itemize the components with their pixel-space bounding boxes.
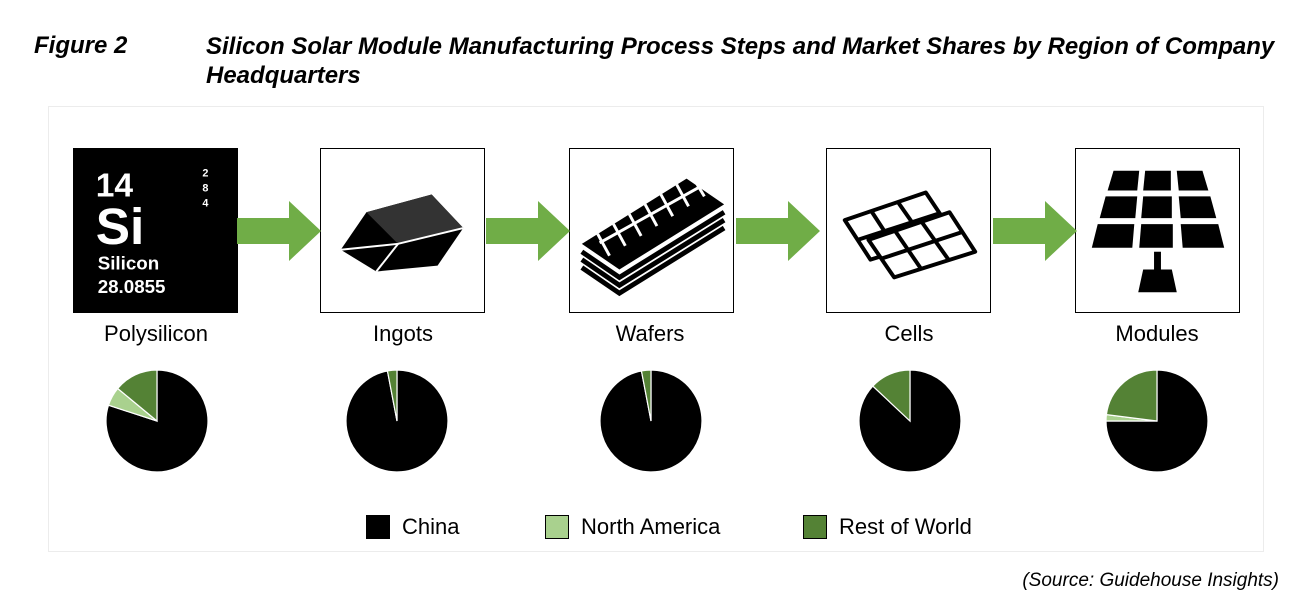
- legend-swatch-north-america: [545, 515, 569, 539]
- wafer-icon-box: [569, 148, 734, 313]
- step-label-modules: Modules: [1115, 321, 1199, 346]
- step-label-ingots: Ingots: [373, 321, 433, 346]
- pie-wafers: [599, 369, 703, 473]
- legend-label-rest-of-world: Rest of World: [839, 514, 972, 539]
- pie-slice-modules-rest-of-world: [1105, 369, 1158, 422]
- pie-polysilicon: [105, 369, 209, 473]
- pie-slice-wafers-rest-of-world: [640, 369, 652, 422]
- silicon-element-svg: 14 Si Silicon 28.0855 2 8 4: [96, 167, 209, 297]
- electron-shell-2: 8: [202, 182, 208, 194]
- pie-slice-polysilicon-rest-of-world: [116, 369, 158, 423]
- figure-title: Silicon Solar Module Manufacturing Proce…: [206, 33, 1275, 89]
- atomic-number: 14: [96, 167, 134, 204]
- ingot-icon: [340, 194, 464, 273]
- step-label-polysilicon: Polysilicon: [104, 321, 208, 346]
- legend-swatch-rest-of-world: [803, 515, 827, 539]
- cells-icon-box: [826, 148, 991, 313]
- legend-item-china: China: [366, 512, 459, 542]
- cells-icon: [842, 190, 978, 280]
- process-arrow-1: [237, 201, 321, 261]
- wafer-icon: [580, 175, 726, 297]
- silicon-element-tile: 14 Si Silicon 28.0855 2 8 4: [73, 148, 238, 313]
- legend-label-china: China: [402, 514, 460, 539]
- solar-panel-icon: [1091, 170, 1225, 293]
- element-name: Silicon: [98, 253, 159, 274]
- process-arrow-2: [486, 201, 570, 261]
- pie-ingots: [345, 369, 449, 473]
- element-symbol: Si: [96, 198, 145, 255]
- ingot-icon-box: [320, 148, 485, 313]
- legend-label-north-america: North America: [581, 514, 721, 539]
- pie-slice-ingots-rest-of-world: [386, 369, 398, 422]
- process-arrow-3: [736, 201, 820, 261]
- modules-icon-box: [1075, 148, 1240, 313]
- pie-slice-cells-rest-of-world: [871, 369, 911, 423]
- figure-label: Figure 2: [34, 32, 128, 59]
- electron-shell-1: 2: [202, 168, 208, 180]
- atomic-mass: 28.0855: [98, 276, 166, 297]
- step-label-cells: Cells: [884, 321, 934, 346]
- legend-item-north-america: North America: [545, 512, 720, 542]
- source-note: (Source: Guidehouse Insights): [1022, 570, 1279, 591]
- pie-cells: [858, 369, 962, 473]
- pie-modules: [1105, 369, 1209, 473]
- pie-slice-polysilicon-china: [105, 369, 209, 473]
- step-label-wafers: Wafers: [615, 321, 685, 346]
- process-arrow-4: [993, 201, 1077, 261]
- legend-swatch-china: [366, 515, 390, 539]
- pie-slice-modules-china: [1105, 369, 1209, 473]
- electron-shell-3: 4: [202, 197, 208, 209]
- legend-item-rest-of-world: Rest of World: [803, 512, 972, 542]
